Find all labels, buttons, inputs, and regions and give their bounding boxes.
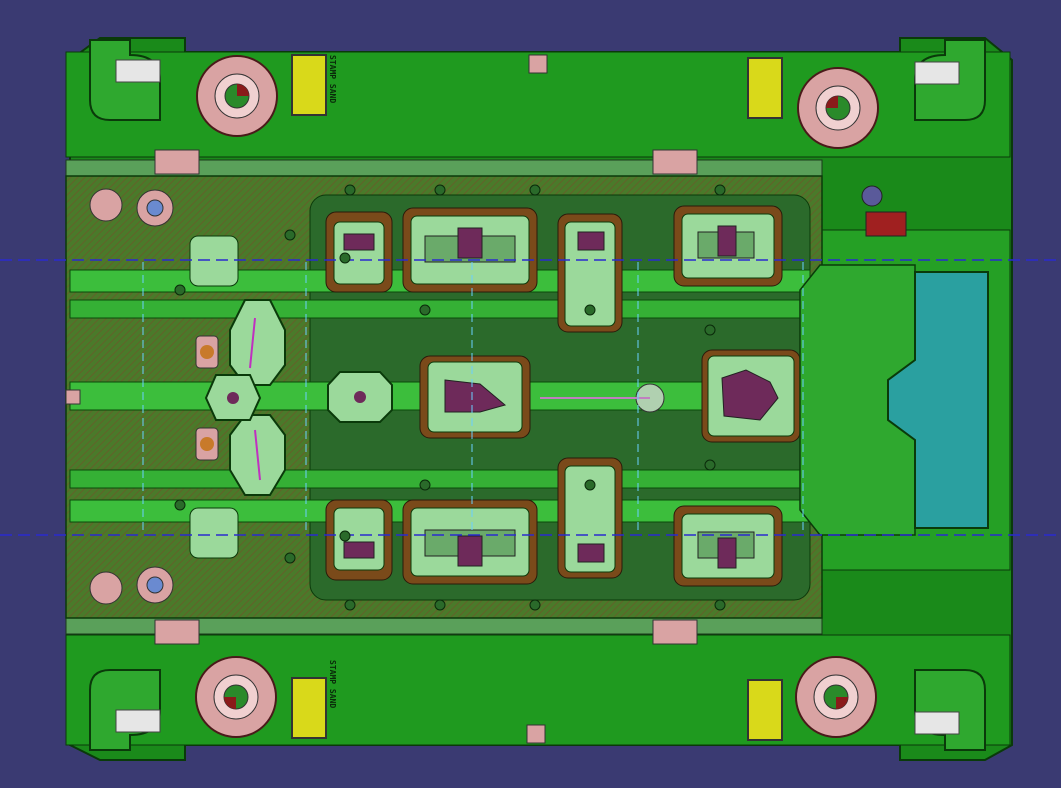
centerlines [0,259,1061,536]
bolt-hole [529,599,541,611]
stamp-label-top: STAMP SAND [328,55,337,103]
left-detail-parts [65,188,239,605]
center-inserts[interactable] [204,299,831,496]
rail-clip-bl [154,619,200,645]
bushing-top-right [797,67,879,149]
bolt-hole [284,229,296,241]
pocket-upper-2 [402,207,538,293]
bushing-bottom-left [195,656,277,738]
bolt-hole [434,599,446,611]
pocket-upper-3 [557,213,623,333]
bolt-hole [714,184,726,196]
bushing-top-left [196,55,278,137]
stop-block-bottom-right [747,679,783,741]
pocket-upper-1 [325,211,393,293]
stop-block-top-right [747,57,783,119]
bolt-hole [714,599,726,611]
pin-top-right [914,61,960,85]
bolt-hole [584,304,596,316]
bolt-hole [584,479,596,491]
pocket-upper-4 [673,205,783,287]
guide-bushings[interactable] [195,55,879,738]
bolt-hole [704,459,716,471]
lower-insert-pockets[interactable] [325,457,783,587]
bolt-hole [344,599,356,611]
bolt-hole [339,252,351,264]
rail-clip-tr [652,149,698,175]
pocket-lower-1 [325,499,393,581]
pocket-lower-2 [402,499,538,585]
pin-top-left [115,59,161,83]
bolt-hole [174,284,186,296]
rails [65,149,823,645]
bolt-hole [529,184,541,196]
rail-clip-tl [154,149,200,175]
pin-bottom-left [115,709,161,733]
center-pocket [327,355,531,439]
stop-block-top-left [291,54,327,116]
marker-bottom [526,724,546,744]
bolt-hole [704,324,716,336]
bolt-hole [339,530,351,542]
upper-insert-pockets[interactable] [325,205,783,333]
bolt-holes [174,184,726,611]
pocket-lower-3 [557,457,623,579]
bolt-hole [344,184,356,196]
rail-clip-br [652,619,698,645]
bolt-hole [284,552,296,564]
stop-block-bottom-left [291,677,327,739]
pocket-lower-4 [673,505,783,587]
corner-clamps [89,39,986,751]
bolt-hole [419,479,431,491]
bolt-hole [174,499,186,511]
marker-top [528,54,548,74]
bolt-hole [419,304,431,316]
bolt-hole [434,184,446,196]
yellow-stop-blocks[interactable] [291,54,783,741]
pin-bottom-right [914,711,960,735]
bushing-bottom-right [795,656,877,738]
left-hex-inserts [204,299,286,496]
glass-window [887,271,989,529]
right-window-panel[interactable] [799,185,989,536]
stamp-label-bottom: STAMP SAND [328,660,337,708]
